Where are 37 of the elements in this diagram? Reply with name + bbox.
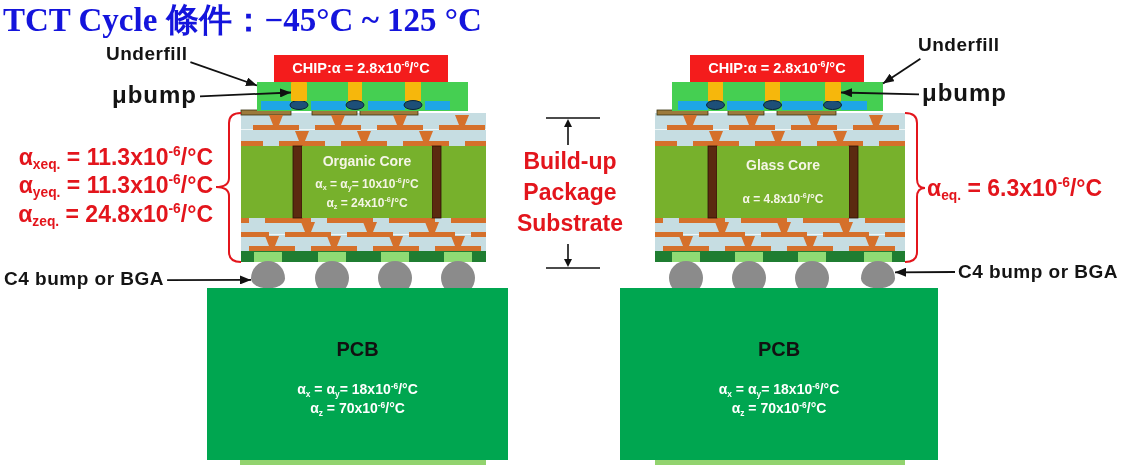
leader-arrow	[166, 275, 252, 285]
leader-arrow	[894, 267, 956, 277]
cte-label: α$_{eq.}$ = 6.3x10$^{-6}$/°C	[927, 174, 1103, 202]
cte-label: α$_{yeq.}$ = 11.3x10$^{-6}$/°C	[18, 172, 213, 199]
chip-box: CHIP:α = 2.8x10$^{-6}$/°C	[690, 55, 864, 82]
leader-arrow	[840, 88, 920, 98]
pcb-label: PCB	[336, 337, 379, 362]
callout-label: μbump	[922, 79, 1007, 107]
cte-formula: α$_{z}$ = 24x10$^{-6}$/°C	[326, 193, 408, 213]
pcb-board	[620, 288, 938, 460]
core-block	[302, 146, 432, 218]
cte-formula: α$_{z}$ = 70x10$^{-6}$/°C	[731, 399, 827, 418]
cte-formula: α$_{x}$ = α$_{y}$= 18x10$^{-6}$/°C	[297, 380, 418, 399]
microbump-pillar	[291, 82, 307, 101]
callout-label: C4 bump or BGA	[958, 260, 1119, 284]
callout-label: μbump	[112, 81, 197, 109]
cte-label: α$_{zeq.}$ = 24.8x10$^{-6}$/°C	[18, 200, 213, 228]
cte-formula: α$_{x}$ = α$_{y}$= 10x10$^{-6}$/°C	[315, 174, 419, 194]
callout-label: Underfill	[918, 33, 1000, 57]
title: TCT Cycle 條件：−45°C ~ 125 °C	[3, 1, 482, 40]
microbump-pillar	[825, 82, 841, 101]
leader-arrow	[882, 57, 922, 85]
cte-formula: α$_{z}$ = 70x10$^{-6}$/°C	[310, 399, 405, 418]
cte-label: α$_{xeq.}$ = 11.3x10$^{-6}$/°C	[18, 143, 213, 171]
leader-arrow	[189, 61, 258, 87]
core-block	[717, 146, 849, 218]
substrate-label: Build-up Package Substrate	[515, 147, 625, 238]
core-title: Glass Core	[746, 155, 820, 174]
cte-formula: α$_{x}$ = α$_{y}$= 18x10$^{-6}$/°C	[718, 380, 840, 399]
pcb-label: PCB	[757, 337, 801, 362]
pcb-board	[207, 288, 508, 460]
core-title: Organic Core	[322, 151, 412, 170]
leader-arrow	[199, 88, 292, 98]
chip-box: CHIP:α = 2.8x10$^{-6}$/°C	[274, 55, 448, 82]
cte-formula: α = 4.8x10$^{-6}$/°C	[742, 189, 824, 208]
callout-label: C4 bump or BGA	[4, 267, 165, 291]
callout-label: Underfill	[106, 42, 188, 66]
